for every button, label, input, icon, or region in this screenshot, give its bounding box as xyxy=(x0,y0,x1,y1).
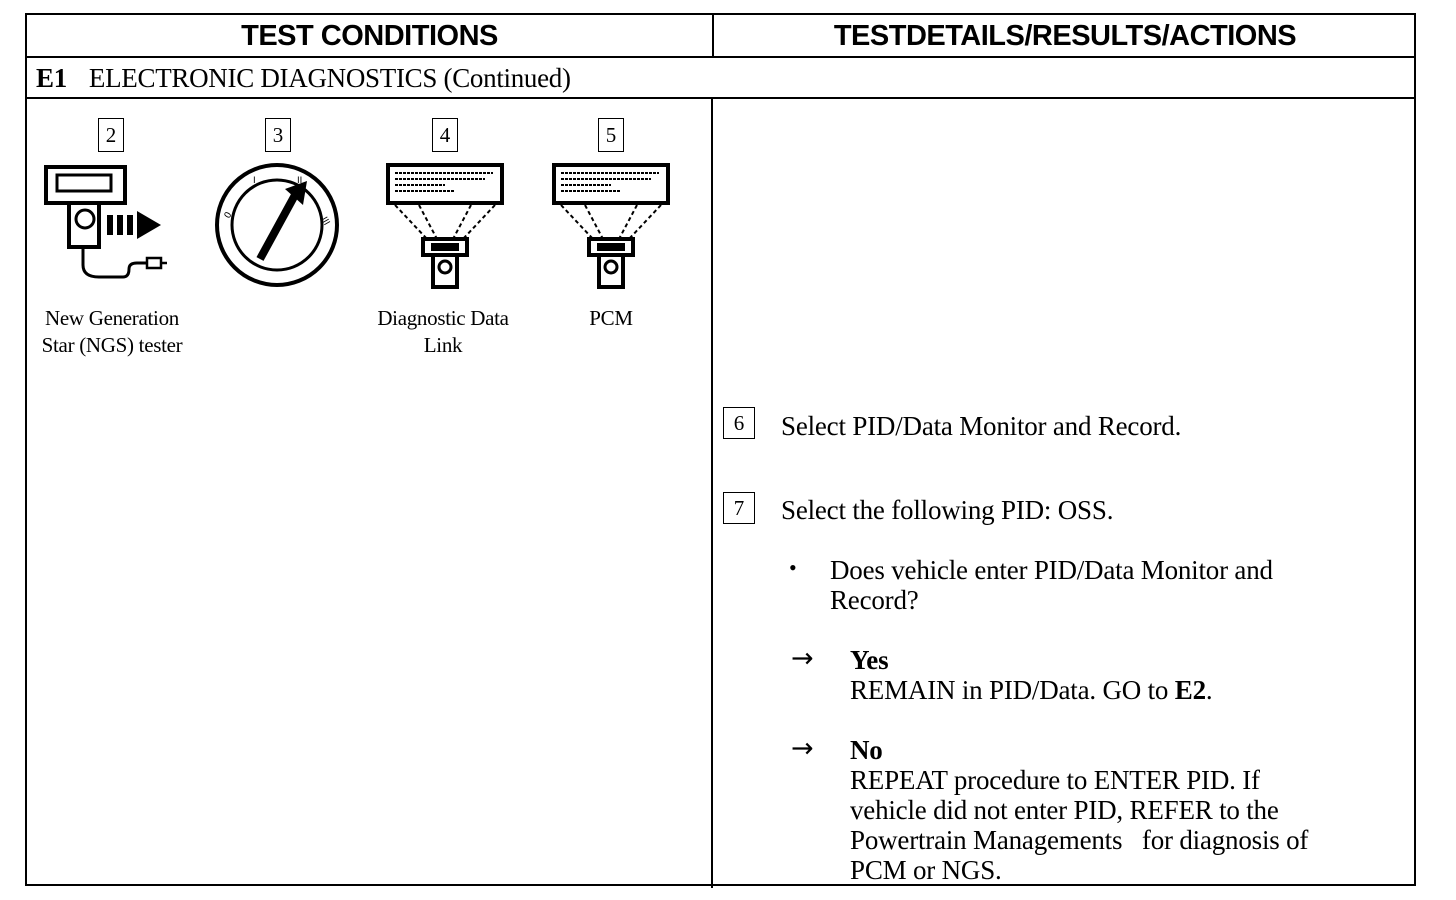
figure-caption: PCM xyxy=(589,306,633,330)
figure-caption: New Generation Star (NGS) tester xyxy=(41,306,183,357)
yes-outcome: Yes REMAIN in PID/Data. GO to E2. xyxy=(850,645,1213,705)
section-title: E1 ELECTRONIC DIAGNOSTICS (Continued) xyxy=(36,59,571,97)
step-text: Select the following PID: OSS. xyxy=(781,495,1114,525)
pcm-screen-icon xyxy=(552,163,670,289)
section-code: E1 xyxy=(36,62,67,93)
svg-text:II: II xyxy=(297,176,302,186)
no-outcome: No REPEAT procedure to ENTER PID. If veh… xyxy=(850,735,1309,885)
figure-step-box: 3 xyxy=(265,118,291,152)
column-divider xyxy=(711,97,713,888)
step-number-box: 6 xyxy=(723,407,755,439)
step-text: Select PID/Data Monitor and Record. xyxy=(781,411,1182,441)
section-name: ELECTRONIC DIAGNOSTICS (Continued) xyxy=(88,62,571,93)
svg-text:0: 0 xyxy=(223,210,235,220)
procedure-table: TEST CONDITIONS TESTDETAILS/RESULTS/ACTI… xyxy=(25,13,1416,888)
svg-text:I: I xyxy=(253,176,256,186)
question-text: Does vehicle enter PID/Data Monitor and … xyxy=(830,555,1273,615)
ignition-switch-icon: 0 I II III xyxy=(215,163,339,287)
bullet-icon: • xyxy=(789,555,797,580)
ngs-tester-icon xyxy=(44,165,167,279)
step-number-box: 7 xyxy=(723,492,755,524)
figure-caption: Diagnostic Data Link xyxy=(377,306,509,357)
figure-step-box: 2 xyxy=(98,118,124,152)
header-rule xyxy=(27,56,1414,58)
test-details-header: TESTDETAILS/RESULTS/ACTIONS xyxy=(833,19,1297,52)
arrow-right-icon: → xyxy=(791,643,814,674)
test-conditions-header: TEST CONDITIONS xyxy=(241,19,498,52)
diagnostic-screen-icon xyxy=(386,163,504,289)
section-rule xyxy=(27,97,1414,99)
header-divider xyxy=(712,15,714,57)
figure-step-box: 5 xyxy=(598,118,624,152)
figure-step-box: 4 xyxy=(432,118,458,152)
arrow-right-icon: → xyxy=(791,733,814,764)
svg-text:III: III xyxy=(318,216,331,228)
